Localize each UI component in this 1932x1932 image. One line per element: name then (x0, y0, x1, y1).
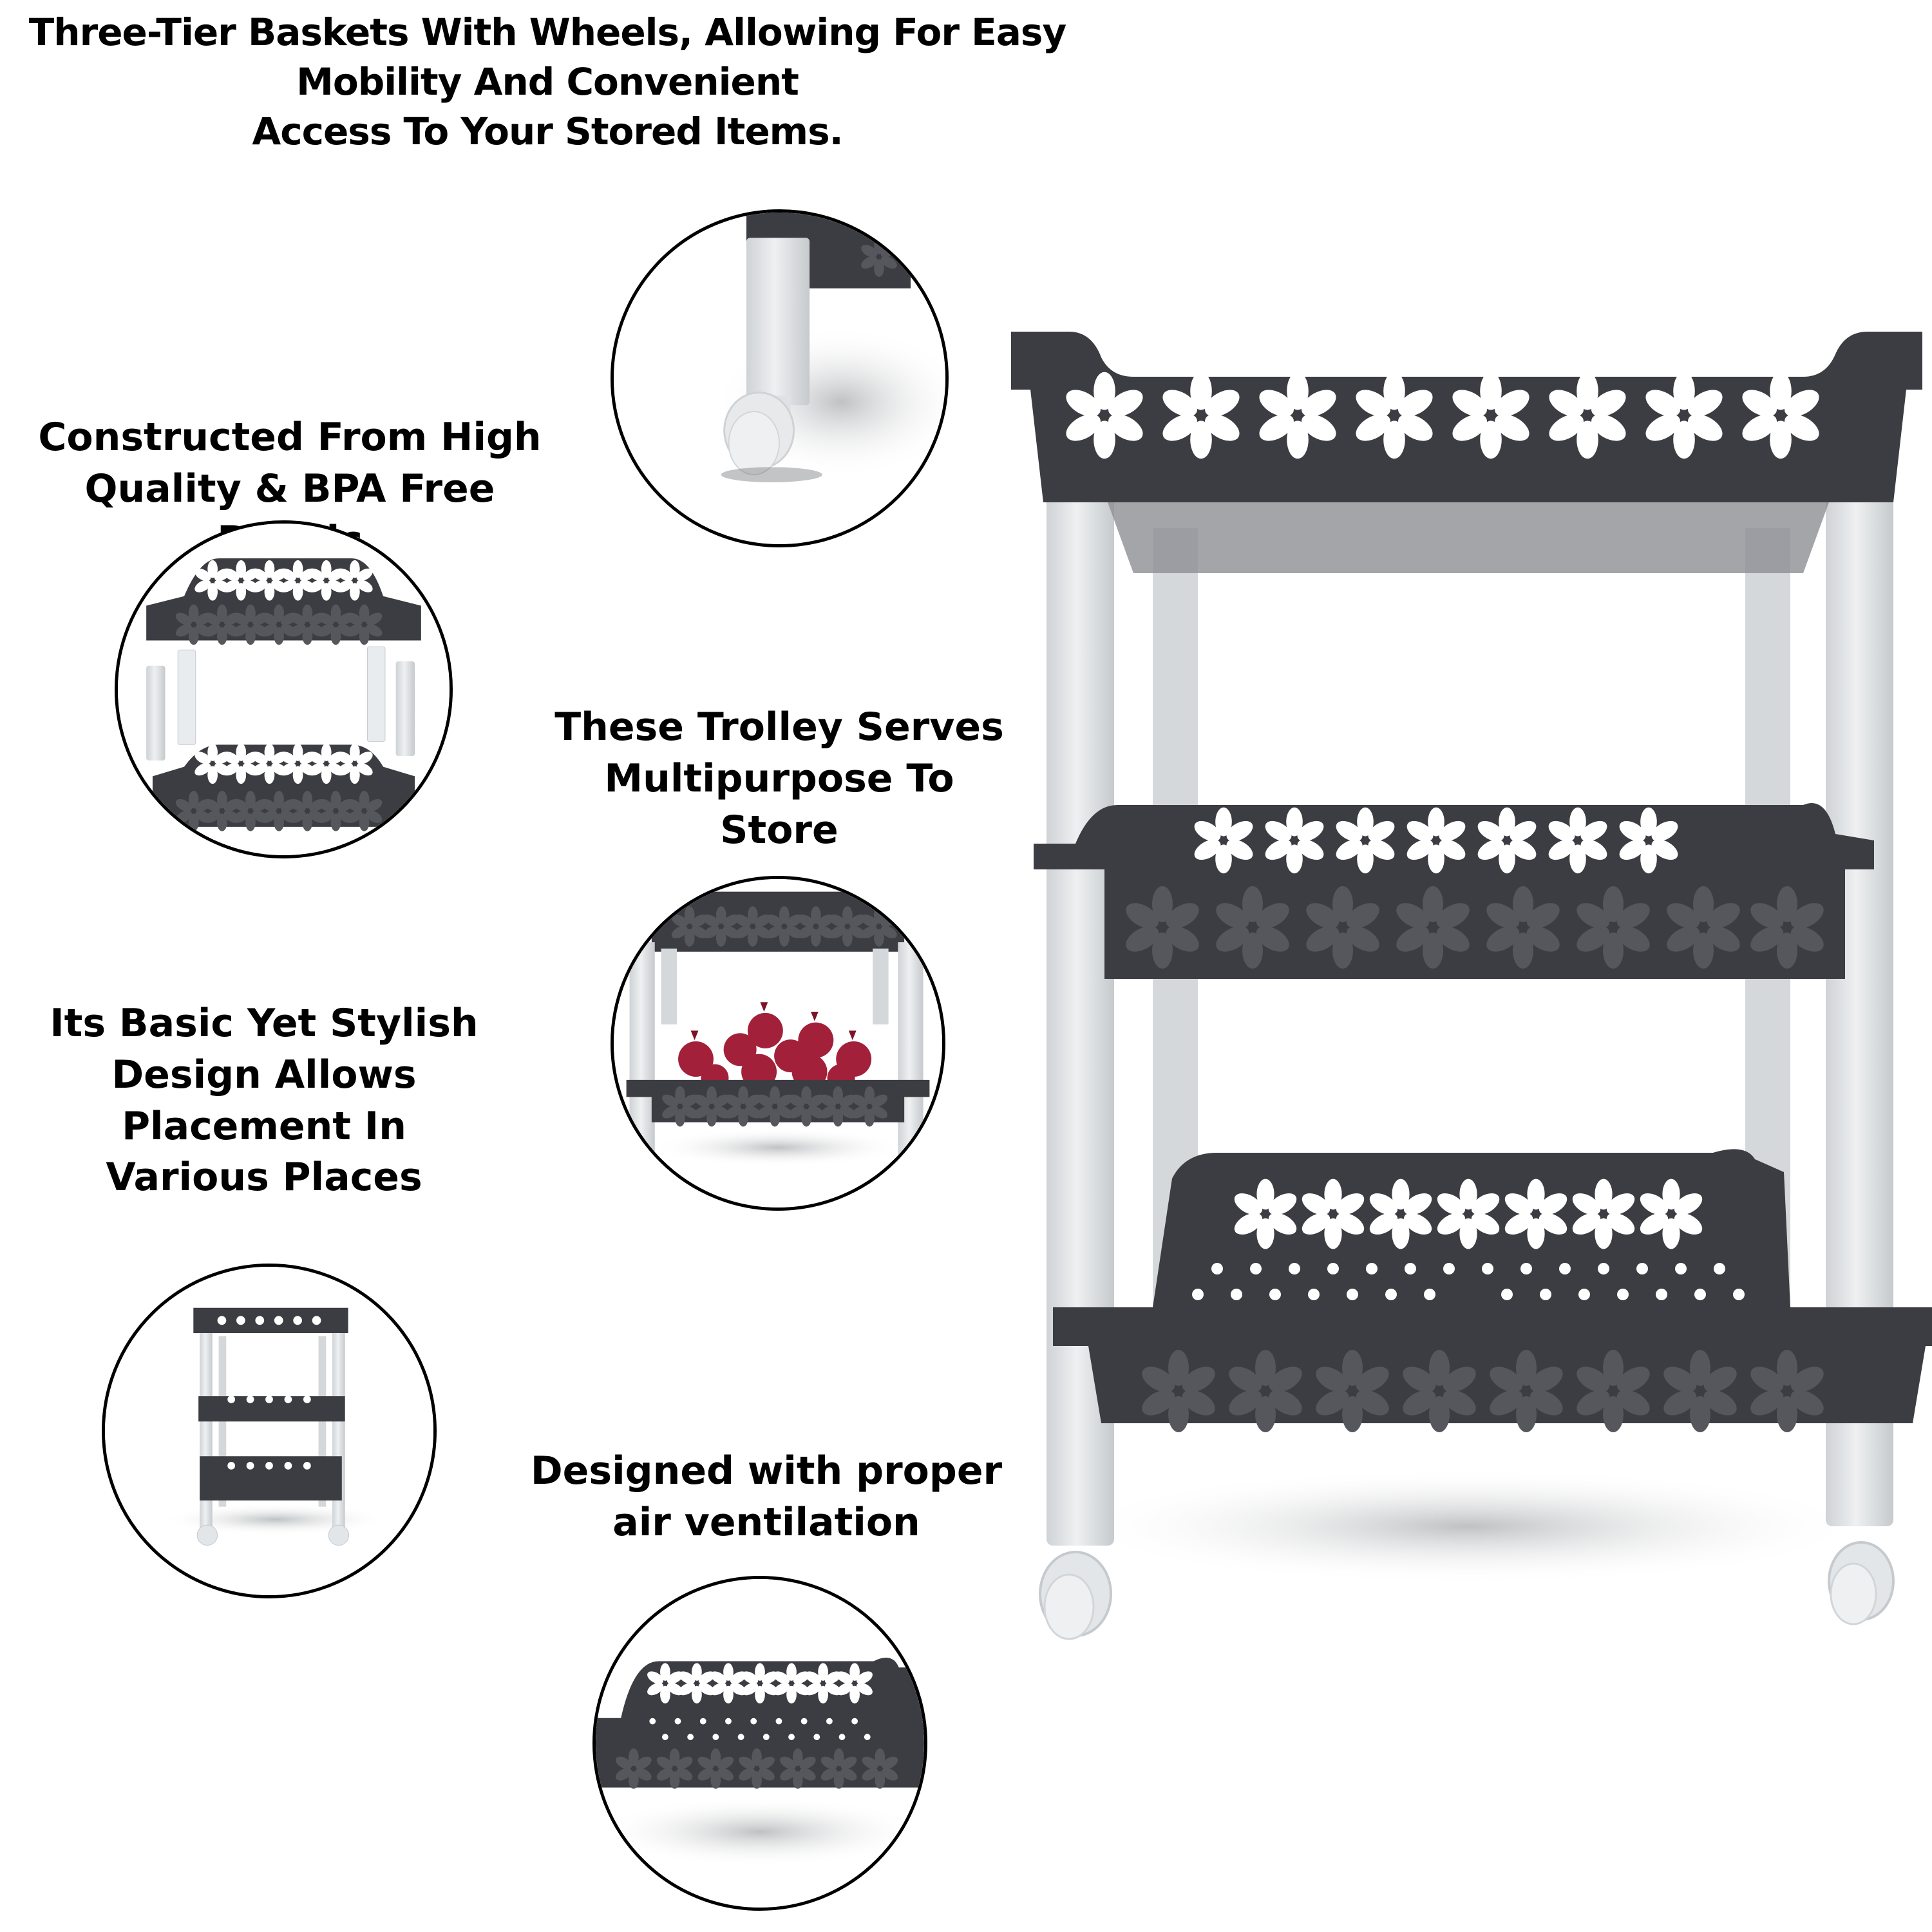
wheel-closeup-callout (611, 209, 949, 547)
design-caption: Its Basic Yet Stylish Design Allows Plac… (50, 1001, 478, 1200)
ventilated-basket-icon (596, 1579, 924, 1908)
ventilation-caption: Designed with proper air ventilation (530, 1448, 1003, 1545)
main-trolley-image (1005, 316, 1932, 1655)
right-caster (1828, 1541, 1895, 1625)
caster-wheel-icon (614, 213, 945, 544)
onion-basket-icon (614, 879, 942, 1208)
left-caster (1039, 1551, 1112, 1640)
onion-basket-callout (611, 876, 945, 1211)
multipurpose-caption: These Trolley Serves Multipurpose To Sto… (554, 705, 1004, 853)
disassembled-baskets-icon (118, 524, 450, 855)
three-tier-trolley-icon (1011, 332, 1932, 1640)
ventilated-basket-callout (592, 1576, 927, 1911)
assembly-parts-callout (115, 520, 453, 858)
full-trolley-callout (102, 1264, 437, 1598)
trolley-thumbnail-icon (105, 1267, 433, 1595)
headline-caption: Three-Tier Baskets With Wheels, Allowing… (28, 10, 1067, 154)
